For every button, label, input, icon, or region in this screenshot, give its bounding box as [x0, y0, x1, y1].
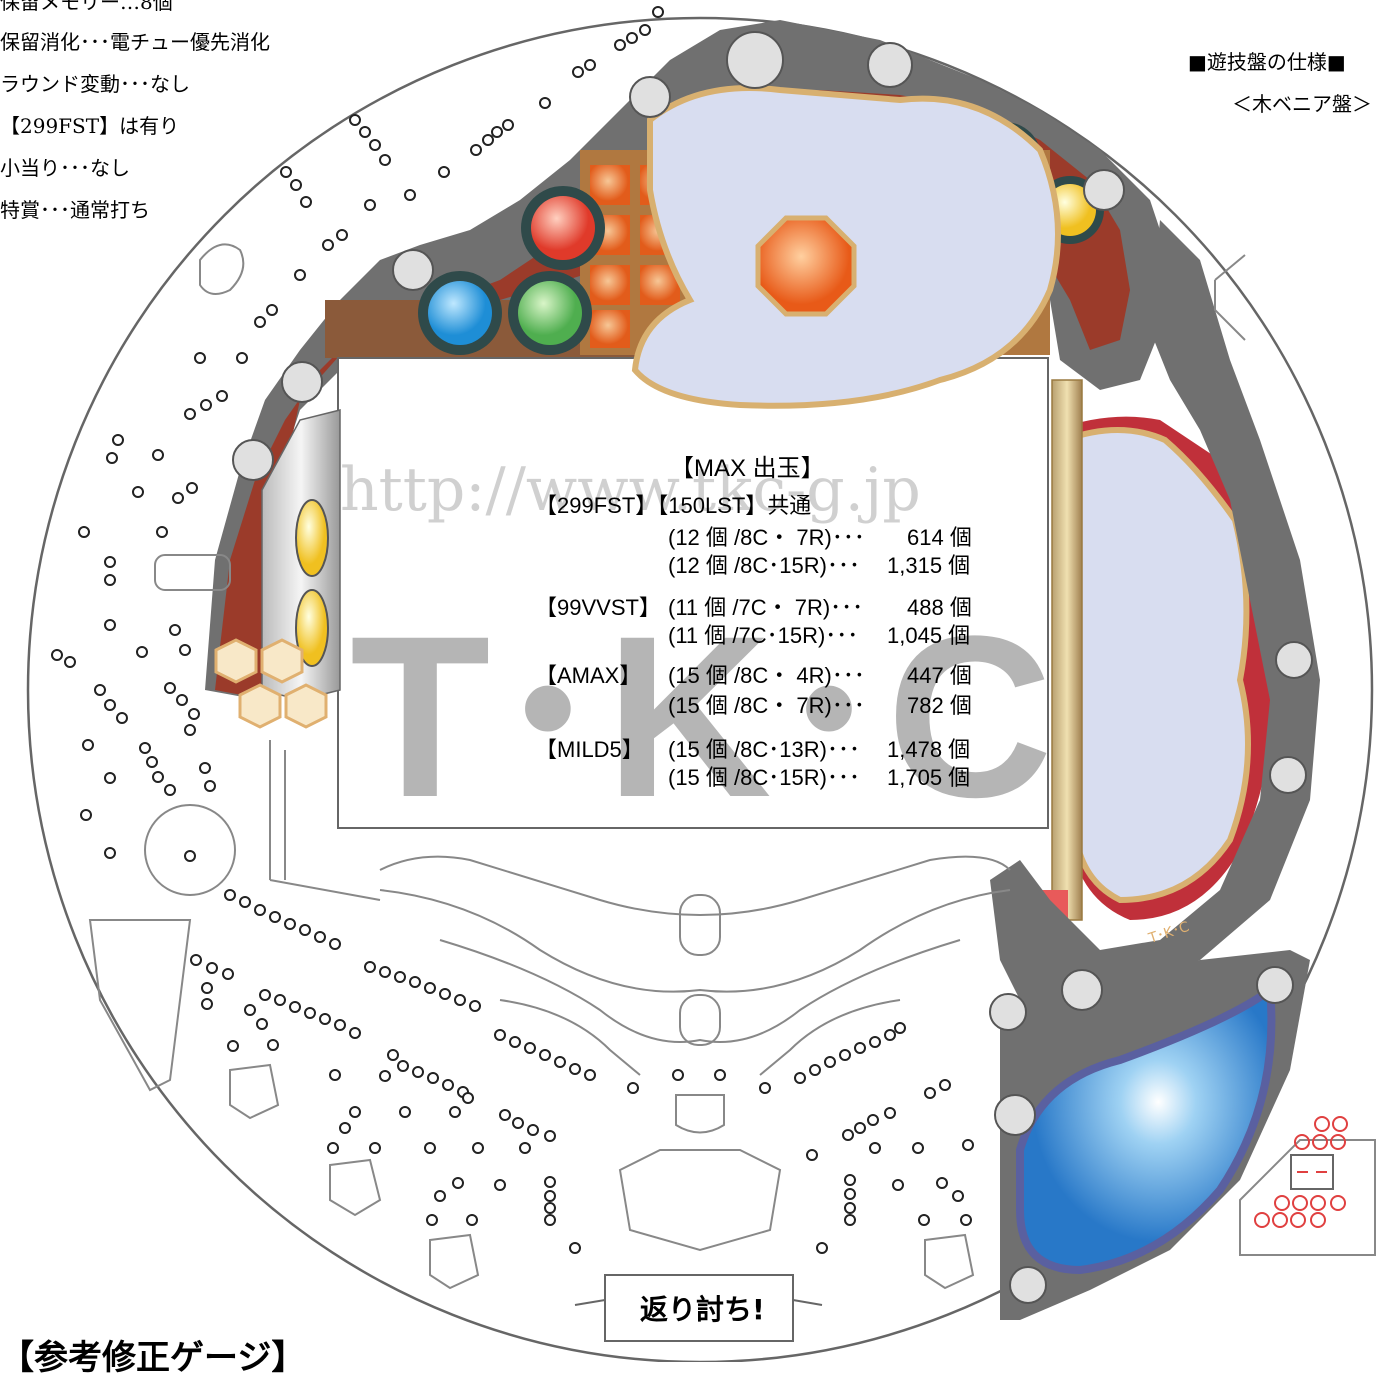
- row-value: 782 個: [907, 693, 972, 718]
- row-value: 1,478 個: [887, 737, 971, 762]
- max-output-title: 【MAX 出玉】: [670, 455, 825, 482]
- row-spec: 【99VVST】: [535, 595, 661, 620]
- spec-item-2: ラウンド変動･･･なし: [0, 72, 190, 96]
- title-emblem: [631, 85, 1277, 950]
- row-spec: 【MILD5】: [535, 737, 644, 762]
- spec-memory-partial: 保留メモリー…8個: [0, 0, 173, 14]
- row-detail: (12 個 /8C・ 7R)･･･: [668, 525, 865, 550]
- spec-item-1: 保留消化･･･電チュー優先消化: [0, 30, 270, 54]
- watermark-logo: T･K･C: [350, 588, 1053, 845]
- row-detail: (15 個 /8C･13R)･･･: [668, 737, 860, 762]
- row-value: 614 個: [907, 525, 972, 550]
- row-detail: (15 個 /8C・ 7R)･･･: [668, 693, 865, 718]
- row-value: 1,705 個: [887, 765, 971, 790]
- nail-pins: [51, 6, 974, 1254]
- row-value: 1,315 個: [887, 553, 971, 578]
- board-spec-title: ■遊技盤の仕様■: [1188, 50, 1346, 74]
- row-detail: (11 個 /7C・ 7R)･･･: [668, 595, 864, 620]
- hex-logo: [214, 638, 328, 729]
- row-spec: 【AMAX】: [535, 663, 642, 688]
- max-output-group-header: 【299FST】【150LST】共通: [535, 493, 812, 518]
- spec-item-5: 特賞･･･通常打ち: [0, 198, 150, 222]
- row-value: 447 個: [907, 663, 972, 688]
- row-value: 488 個: [907, 595, 972, 620]
- row-detail: (12 個 /8C･15R)･･･: [668, 553, 860, 578]
- spec-item-4: 小当り･･･なし: [0, 156, 130, 180]
- gauge-mini-diagram: [1254, 1116, 1348, 1228]
- ornament-discs: [232, 31, 1313, 1304]
- row-detail: (15 個 /8C･15R)･･･: [668, 765, 860, 790]
- bottom-plate: [604, 1274, 794, 1342]
- spec-item-3: 【299FST】は有り: [0, 114, 180, 138]
- bottom-plate-label: 返り討ち!: [640, 1293, 765, 1326]
- footer-heading-partial: 【参考修正ゲージ】: [0, 1338, 306, 1378]
- watermark-url: http://www.tkc-g.jp: [340, 455, 921, 525]
- row-value: 1,045 個: [887, 623, 971, 648]
- row-detail: (11 個 /7C･15R)･･･: [668, 623, 859, 648]
- row-detail: (15 個 /8C・ 4R)･･･: [668, 663, 865, 688]
- board-spec-type: ＜木ベニア盤＞: [1232, 92, 1372, 116]
